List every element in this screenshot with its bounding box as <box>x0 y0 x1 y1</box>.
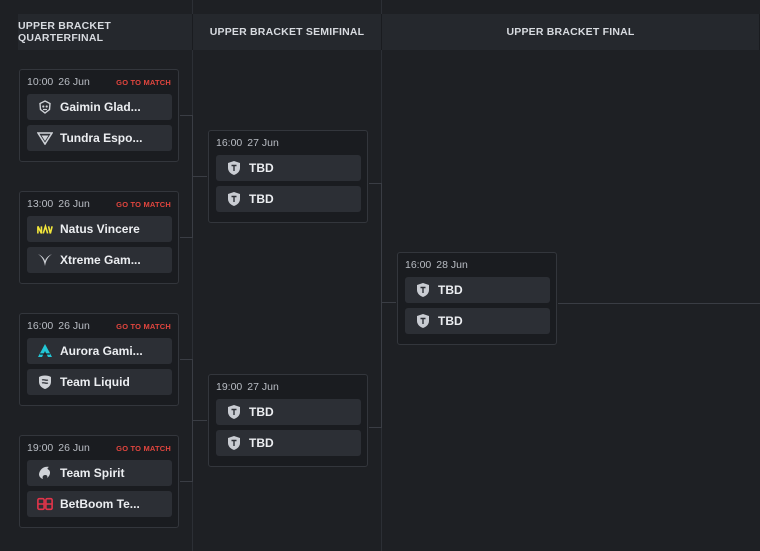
team-name: BetBoom Te... <box>60 497 140 511</box>
team-name: Tundra Espo... <box>60 131 143 145</box>
betboom-icon <box>37 496 53 512</box>
team-name: Team Spirit <box>60 466 125 480</box>
team-row[interactable]: TBD <box>216 430 361 456</box>
go-to-match-link[interactable]: GO TO MATCH <box>116 443 171 453</box>
team-row[interactable]: Tundra Espo... <box>27 125 172 151</box>
match-date: 26 Jun <box>58 320 90 332</box>
team-row[interactable]: TBD <box>216 186 361 212</box>
liquid-icon <box>37 374 53 390</box>
tbd-shield-icon <box>226 191 242 207</box>
navi-icon <box>37 221 53 237</box>
team-name: TBD <box>249 405 274 419</box>
go-to-match-link[interactable]: GO TO MATCH <box>116 321 171 331</box>
go-to-match-link[interactable]: GO TO MATCH <box>116 199 171 209</box>
team-name: Xtreme Gam... <box>60 253 141 267</box>
team-name: TBD <box>249 161 274 175</box>
team-name: TBD <box>438 314 463 328</box>
aurora-icon <box>37 343 53 359</box>
match-date: 27 Jun <box>247 137 279 149</box>
match-time: 10:00 <box>27 76 54 88</box>
column-divider <box>192 0 193 551</box>
match-card-qf1[interactable]: 10:00 26 Jun GO TO MATCH Gaimin Glad... … <box>19 69 179 162</box>
team-row[interactable]: TBD <box>216 399 361 425</box>
column-title-final: UPPER BRACKET FINAL <box>382 14 760 50</box>
team-name: Natus Vincere <box>60 222 140 236</box>
team-row[interactable]: Natus Vincere <box>27 216 172 242</box>
match-date: 26 Jun <box>58 76 90 88</box>
match-time: 19:00 <box>216 381 243 393</box>
go-to-match-link[interactable]: GO TO MATCH <box>116 77 171 87</box>
tbd-shield-icon <box>415 313 431 329</box>
team-name: Aurora Gami... <box>60 344 143 358</box>
match-card-final[interactable]: 16:00 28 Jun TBD TBD <box>397 252 557 345</box>
team-row[interactable]: Xtreme Gam... <box>27 247 172 273</box>
match-card-qf2[interactable]: 13:00 26 Jun GO TO MATCH Natus Vincere X… <box>19 191 179 284</box>
team-name: Gaimin Glad... <box>60 100 141 114</box>
team-row[interactable]: TBD <box>405 308 550 334</box>
match-date: 28 Jun <box>436 259 468 271</box>
bracket-header: UPPER BRACKET QUARTERFINAL UPPER BRACKET… <box>0 14 760 50</box>
column-title-quarterfinal: UPPER BRACKET QUARTERFINAL <box>18 14 193 50</box>
match-time: 19:00 <box>27 442 54 454</box>
match-time: 16:00 <box>216 137 243 149</box>
team-row[interactable]: Team Spirit <box>27 460 172 486</box>
match-date: 26 Jun <box>58 198 90 210</box>
tbd-shield-icon <box>226 435 242 451</box>
team-name: TBD <box>249 436 274 450</box>
team-row[interactable]: BetBoom Te... <box>27 491 172 517</box>
match-card-sf2[interactable]: 19:00 27 Jun TBD TBD <box>208 374 368 467</box>
team-row[interactable]: Aurora Gami... <box>27 338 172 364</box>
tundra-esports-icon <box>37 130 53 146</box>
match-time: 16:00 <box>27 320 54 332</box>
match-card-sf1[interactable]: 16:00 27 Jun TBD TBD <box>208 130 368 223</box>
team-row[interactable]: Gaimin Glad... <box>27 94 172 120</box>
match-card-qf4[interactable]: 19:00 26 Jun GO TO MATCH Team Spirit Bet… <box>19 435 179 528</box>
team-name: Team Liquid <box>60 375 130 389</box>
tbd-shield-icon <box>226 404 242 420</box>
xtreme-gaming-icon <box>37 252 53 268</box>
spirit-icon <box>37 465 53 481</box>
team-row[interactable]: TBD <box>405 277 550 303</box>
match-time: 13:00 <box>27 198 54 210</box>
team-row[interactable]: TBD <box>216 155 361 181</box>
match-date: 27 Jun <box>247 381 279 393</box>
match-time: 16:00 <box>405 259 432 271</box>
match-date: 26 Jun <box>58 442 90 454</box>
tbd-shield-icon <box>415 282 431 298</box>
team-row[interactable]: Team Liquid <box>27 369 172 395</box>
team-name: TBD <box>249 192 274 206</box>
gaimin-gladiators-icon <box>37 99 53 115</box>
tbd-shield-icon <box>226 160 242 176</box>
match-card-qf3[interactable]: 16:00 26 Jun GO TO MATCH Aurora Gami... … <box>19 313 179 406</box>
column-title-semifinal: UPPER BRACKET SEMIFINAL <box>193 14 382 50</box>
team-name: TBD <box>438 283 463 297</box>
